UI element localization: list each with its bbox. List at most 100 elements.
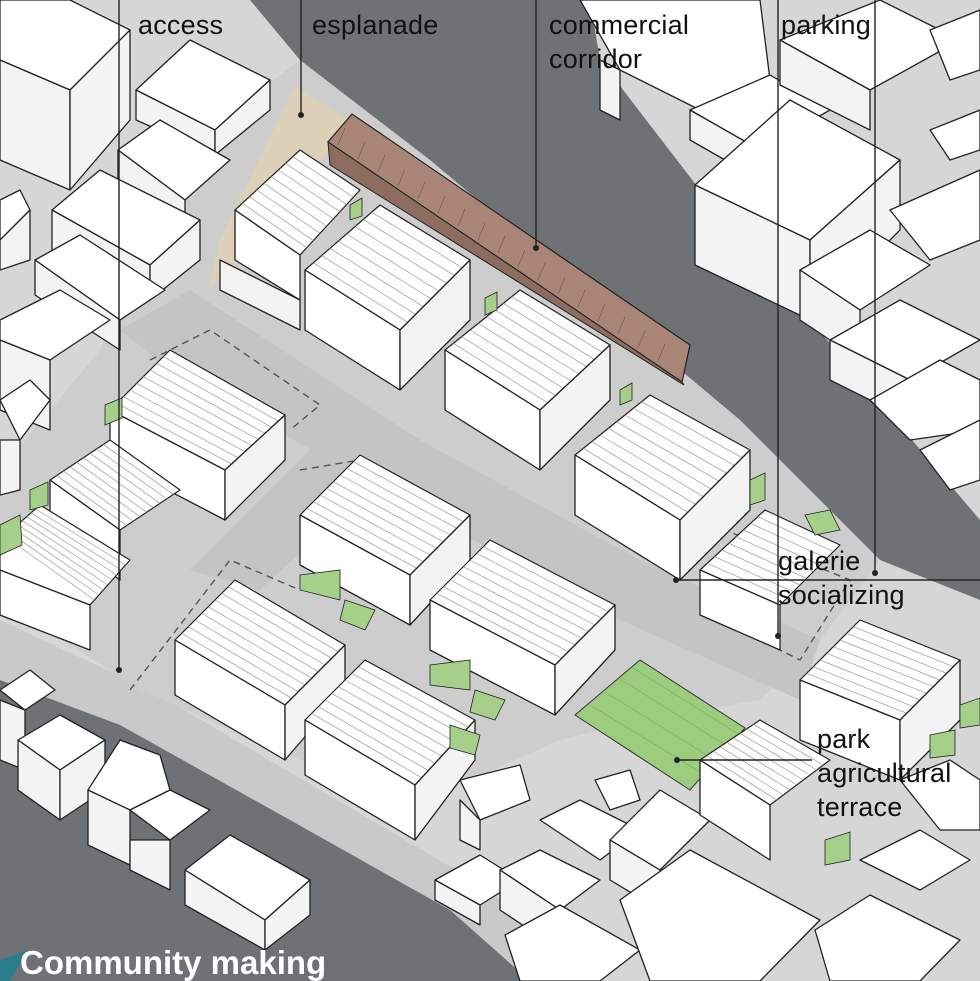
- roof-hatch-line: [242, 203, 307, 249]
- roof-hatching: [181, 586, 339, 699]
- roof-hatching: [707, 516, 834, 599]
- roof-hatch-line: [449, 579, 576, 646]
- roof-hatch-line: [143, 376, 259, 440]
- roof-hatch-line: [503, 303, 595, 360]
- label-park: park: [817, 724, 871, 754]
- roof-hatch-line: [750, 523, 827, 559]
- roof-hatch-line: [89, 453, 161, 504]
- roof-hatch-line: [486, 316, 580, 375]
- roof-hatch-line: [633, 408, 735, 466]
- roof-hatching: [4, 508, 126, 601]
- roof-hatching: [806, 626, 954, 714]
- roof-hatch-line: [17, 524, 108, 586]
- roof-hatch-line: [707, 563, 787, 599]
- roof-hatch-line: [194, 619, 306, 686]
- roof-hatch-line: [753, 724, 824, 766]
- roof-hatch-line: [329, 248, 424, 307]
- roof-hatch-line: [338, 240, 432, 300]
- roof-hatch-line: [263, 183, 327, 227]
- housing-unit: [0, 504, 131, 651]
- roof-hatching: [706, 724, 824, 801]
- roof-hatch-line: [321, 255, 416, 315]
- roof-hatch-line: [583, 448, 688, 513]
- roof-hatch-line: [103, 444, 174, 495]
- housing-unit: [799, 619, 961, 781]
- leader-lines: [116, 0, 980, 763]
- roof-hatch-line: [739, 733, 811, 776]
- roof-hatch-line: [208, 606, 319, 672]
- agricultural-terrace: [574, 659, 746, 791]
- roof-hatching: [436, 546, 609, 659]
- housing-unit: [444, 289, 611, 471]
- roof-hatch-line: [819, 659, 921, 701]
- roof-hatch-line: [719, 746, 791, 791]
- roof-hatch-line: [181, 633, 292, 699]
- label-access: access: [138, 10, 224, 40]
- roof-hatch-line: [96, 448, 167, 500]
- roof-hatch-line: [30, 512, 122, 571]
- roof-hatching: [313, 211, 463, 323]
- roof-hatch-line: [846, 633, 947, 674]
- roof-hatch-line: [333, 481, 444, 542]
- roof-hatch-line: [346, 468, 457, 529]
- roof-hatch-line: [339, 474, 451, 536]
- roof-hatch-line: [306, 508, 417, 569]
- roof-hatch-line: [735, 536, 814, 572]
- roof-hatch-line: [608, 428, 712, 490]
- roof-hatch-line: [116, 403, 232, 465]
- roof-hatch-line: [853, 626, 954, 667]
- label-parking: parking: [781, 10, 871, 40]
- roof-hatch-line: [443, 586, 569, 652]
- roof-hatch-line: [453, 343, 548, 404]
- roof-hatch-line: [163, 356, 279, 422]
- label-corridor: corridor: [549, 44, 643, 74]
- roof-hatch-line: [757, 516, 834, 552]
- roof-hatch-line: [469, 559, 596, 626]
- roof-hatching: [56, 444, 174, 526]
- roof-hatch-line: [713, 750, 784, 796]
- roof-hatch-line: [353, 461, 464, 522]
- label-terrace: terrace: [817, 792, 903, 822]
- roof-hatch-line: [256, 189, 321, 234]
- roof-hatch-line: [839, 639, 941, 681]
- roof-hatch-line: [313, 501, 424, 562]
- roof-hatch-line: [641, 401, 743, 459]
- roof-hatch-line: [371, 211, 463, 269]
- roof-hatch-line: [129, 389, 246, 452]
- roof-hatch-line: [463, 566, 589, 632]
- roof-hatching: [311, 666, 469, 779]
- roof-hatching: [583, 401, 743, 513]
- roof-hatch-line: [511, 296, 603, 353]
- roof-hatch-line: [324, 699, 436, 764]
- roof-hatch-line: [221, 593, 332, 659]
- roof-hatch-line: [469, 329, 564, 389]
- roof-hatch-line: [714, 556, 794, 592]
- roof-hatch-line: [344, 679, 456, 742]
- roof-hatch-line: [358, 666, 469, 728]
- roof-hatch-line: [331, 693, 442, 757]
- roof-hatch-line: [278, 169, 341, 212]
- label-agricultural: agricultural: [817, 758, 952, 788]
- roof-hatch-line: [4, 535, 95, 601]
- housing-unit: [174, 579, 346, 761]
- roof-hatch-line: [149, 369, 266, 434]
- housing-unit: [109, 349, 286, 521]
- roof-hatch-line: [728, 543, 807, 579]
- roof-hatch-line: [228, 586, 339, 652]
- roof-hatching: [306, 461, 464, 569]
- roof-hatch-line: [13, 528, 104, 591]
- roof-hatching: [116, 356, 279, 465]
- roof-hatch-line: [69, 466, 141, 517]
- roof-hatch-line: [461, 336, 556, 396]
- roof-hatch-line: [599, 434, 704, 497]
- roof-hatch-line: [156, 363, 272, 428]
- roof-hatch-line: [363, 219, 455, 276]
- roof-hatch-line: [721, 549, 801, 586]
- roof-hatch-line: [136, 383, 252, 446]
- roof-hatch-line: [624, 414, 727, 474]
- roof-hatch-line: [483, 546, 609, 612]
- roof-hatch-line: [318, 706, 429, 771]
- roof-hatching: [453, 296, 603, 404]
- road-lower: [0, 660, 560, 981]
